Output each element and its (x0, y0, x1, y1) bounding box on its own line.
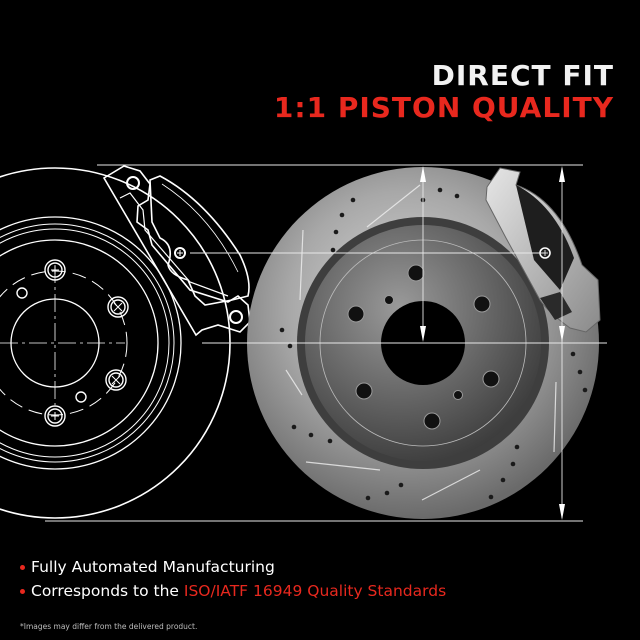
feature-text: Fully Automated Manufacturing (31, 558, 275, 576)
bullet-dot-icon (20, 564, 25, 570)
feature-item: Corresponds to the ISO/IATF 16949 Qualit… (20, 579, 446, 603)
disclaimer-text: *Images may differ from the delivered pr… (20, 622, 198, 631)
brake-illustration (0, 164, 607, 522)
feature-text: Corresponds to the (31, 582, 184, 600)
feature-list: Fully Automated Manufacturing Correspond… (20, 555, 446, 603)
measurement-arrows-icon (45, 164, 607, 522)
headline-line2: 1:1 PISTON QUALITY (273, 91, 614, 124)
brake-rotor-line-drawing-icon (0, 165, 251, 519)
bullet-dot-icon (20, 588, 25, 594)
feature-highlight: ISO/IATF 16949 Quality Standards (183, 582, 447, 600)
headline-line1: DIRECT FIT (431, 59, 614, 92)
feature-item: Fully Automated Manufacturing (20, 555, 446, 579)
